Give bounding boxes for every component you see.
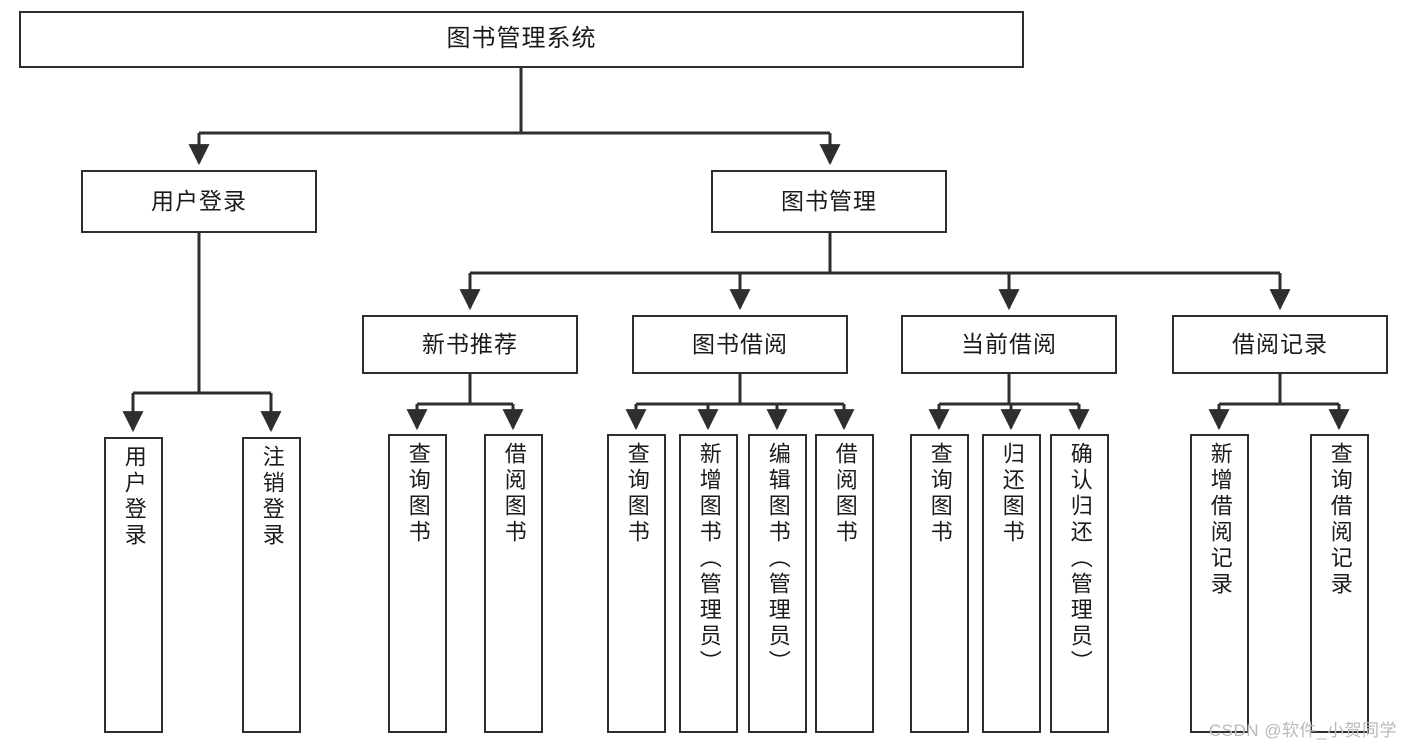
node-borrow-record-label: 借阅记录 — [1232, 330, 1328, 357]
watermark: CSDN @软件_小贺同学 — [1208, 721, 1397, 740]
node-book-manage[interactable]: 图书管理 — [711, 170, 947, 233]
node-leaf-confirm-return-admin[interactable]: 确认归还（管理员） — [1050, 434, 1109, 733]
node-borrow-record[interactable]: 借阅记录 — [1172, 315, 1388, 374]
node-user-login[interactable]: 用户登录 — [81, 170, 317, 233]
node-leaf-logout-login[interactable]: 注销登录 — [242, 437, 301, 733]
node-current-borrow-label: 当前借阅 — [961, 330, 1057, 357]
node-root[interactable]: 图书管理系统 — [19, 11, 1024, 68]
node-leaf-borrow-book-1[interactable]: 借阅图书 — [484, 434, 543, 733]
node-leaf-query-book-1-label: 查询图书 — [405, 442, 431, 546]
node-new-book-recommend[interactable]: 新书推荐 — [362, 315, 578, 374]
node-leaf-query-borrow-record-label: 查询借阅记录 — [1327, 442, 1353, 598]
node-book-borrow-label: 图书借阅 — [692, 330, 788, 357]
node-leaf-edit-book-admin-label: 编辑图书（管理员） — [765, 442, 791, 676]
node-leaf-query-book-2[interactable]: 查询图书 — [607, 434, 666, 733]
node-leaf-query-borrow-record[interactable]: 查询借阅记录 — [1310, 434, 1369, 733]
node-leaf-query-book-2-label: 查询图书 — [624, 442, 650, 546]
node-new-book-recommend-label: 新书推荐 — [422, 330, 518, 357]
node-book-borrow[interactable]: 图书借阅 — [632, 315, 848, 374]
node-leaf-add-borrow-record[interactable]: 新增借阅记录 — [1190, 434, 1249, 733]
node-leaf-add-book-admin[interactable]: 新增图书（管理员） — [679, 434, 738, 733]
node-leaf-borrow-book-2[interactable]: 借阅图书 — [815, 434, 874, 733]
node-leaf-edit-book-admin[interactable]: 编辑图书（管理员） — [748, 434, 807, 733]
node-leaf-add-borrow-record-label: 新增借阅记录 — [1207, 442, 1233, 598]
node-user-login-label: 用户登录 — [151, 187, 247, 214]
node-leaf-query-book-3-label: 查询图书 — [927, 442, 953, 546]
node-leaf-borrow-book-1-label: 借阅图书 — [501, 442, 527, 546]
node-leaf-user-login-label: 用户登录 — [121, 445, 147, 549]
node-root-label: 图书管理系统 — [446, 25, 597, 53]
node-leaf-borrow-book-2-label: 借阅图书 — [832, 442, 858, 546]
node-leaf-query-book-3[interactable]: 查询图书 — [910, 434, 969, 733]
node-leaf-user-login[interactable]: 用户登录 — [104, 437, 163, 733]
node-leaf-return-book[interactable]: 归还图书 — [982, 434, 1041, 733]
node-book-manage-label: 图书管理 — [781, 187, 877, 214]
node-leaf-return-book-label: 归还图书 — [999, 442, 1025, 546]
node-leaf-logout-login-label: 注销登录 — [259, 445, 285, 549]
node-leaf-add-book-admin-label: 新增图书（管理员） — [696, 442, 722, 676]
node-current-borrow[interactable]: 当前借阅 — [901, 315, 1117, 374]
node-leaf-confirm-return-admin-label: 确认归还（管理员） — [1067, 442, 1093, 676]
node-leaf-query-book-1[interactable]: 查询图书 — [388, 434, 447, 733]
